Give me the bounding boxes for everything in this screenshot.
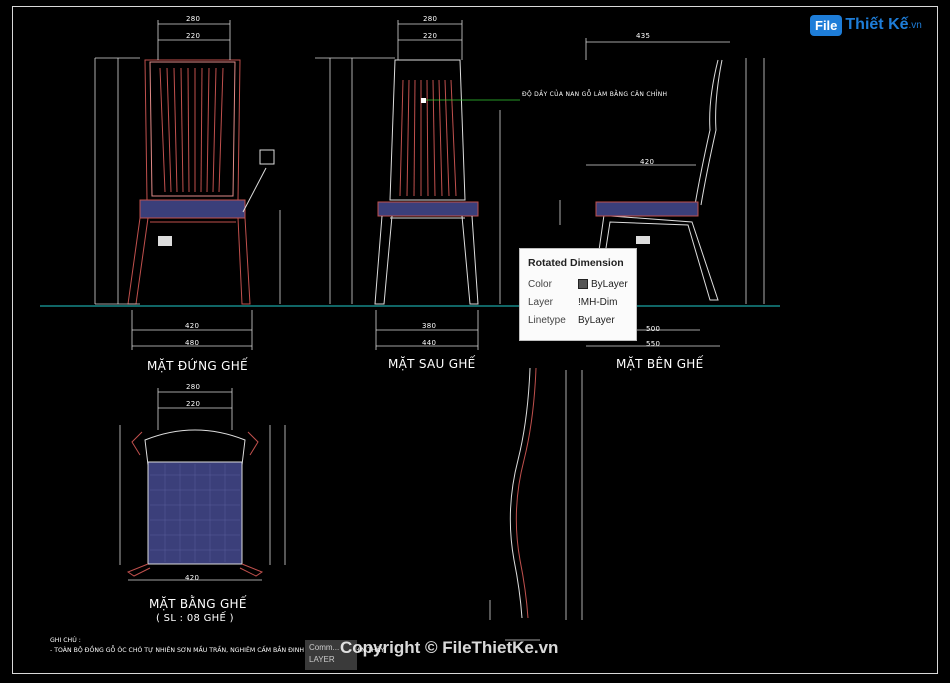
- dim-front-base: 420: [185, 322, 200, 330]
- dim-side-seat: 420: [640, 158, 655, 166]
- front-detail-box: [259, 149, 275, 165]
- front-view-title: MẶT ĐỨNG GHẾ: [147, 359, 248, 373]
- drawing-notes: GHI CHÚ : - TOÀN BỘ ĐỒNG GỖ ÓC CHÓ TỰ NH…: [50, 636, 384, 656]
- tooltip-row-color: Color ByLayer: [528, 275, 628, 293]
- notes-title: GHI CHÚ :: [50, 637, 81, 644]
- front-dimension-lines: [94, 20, 281, 350]
- side-dimension-lines: [559, 38, 765, 347]
- plan-quantity-note: ( SL : 08 GHẾ ): [156, 613, 234, 624]
- dim-plan-width: 280: [186, 383, 201, 391]
- notes-body: - TOÀN BỘ ĐỒNG GỖ ÓC CHÓ TỰ NHIÊN SƠN MẦ…: [50, 647, 385, 654]
- copyright-watermark: Copyright © FileThietKe.vn: [340, 638, 559, 657]
- tooltip-linetype-label: Linetype: [528, 314, 566, 326]
- drawing-border: [12, 6, 938, 674]
- command-line-box[interactable]: Comm... LAYER: [305, 640, 357, 670]
- back-marker: [421, 98, 426, 103]
- back-annotation: ĐỘ DẦY CỦA NAN GỖ LÀM BẰNG CÂN CHỈNH: [522, 91, 668, 98]
- tooltip-row-linetype: Linetype ByLayer: [528, 311, 628, 329]
- tooltip-layer-label: Layer: [528, 296, 554, 308]
- front-detail-mark: [158, 236, 172, 246]
- dim-back-base: 380: [422, 322, 437, 330]
- side-detail-mark: [636, 236, 650, 244]
- dim-side-base: 500: [646, 325, 661, 333]
- command-layer-text: LAYER: [309, 655, 335, 664]
- dim-front-width: 280: [186, 15, 201, 23]
- plan-seat-pattern: [150, 464, 240, 562]
- tooltip-color-label: Color: [528, 278, 552, 290]
- dim-side-total: 550: [646, 340, 661, 348]
- dim-plan-inner: 220: [186, 400, 201, 408]
- dim-front-inner: 220: [186, 32, 201, 40]
- back-dimension-lines: [315, 20, 501, 350]
- command-line-text: Comm...: [309, 643, 340, 652]
- dim-front-total: 480: [185, 339, 200, 347]
- dim-plan-base: 420: [185, 574, 200, 582]
- dim-back-total: 440: [422, 339, 437, 347]
- profile-section: [509, 367, 537, 619]
- tooltip-title: Rotated Dimension: [528, 257, 624, 269]
- front-leader: [242, 167, 267, 213]
- back-view-chair: [374, 59, 479, 305]
- profile-dimension-lines: [489, 370, 583, 641]
- color-swatch-icon: [578, 279, 588, 289]
- side-view-title: MẶT BÊN GHẾ: [616, 357, 704, 371]
- tooltip-linetype-value: ByLayer: [578, 314, 615, 326]
- rotated-dimension-tooltip: Rotated Dimension Color ByLayer Layer !M…: [519, 248, 637, 341]
- plan-view-title: MẶT BẰNG GHẾ: [149, 597, 247, 611]
- back-view-title: MẶT SAU GHẾ: [388, 357, 476, 371]
- dim-back-width: 280: [423, 15, 438, 23]
- dim-side-top: 435: [636, 32, 651, 40]
- tooltip-layer-value: !MH-Dim: [578, 296, 618, 308]
- logo-word: Thiết Kế: [845, 16, 909, 33]
- filethietke-logo: File Thiết Kế .vn: [810, 10, 922, 40]
- front-view-chair: [127, 59, 251, 305]
- side-view-chair: [591, 59, 723, 301]
- logo-badge: File: [810, 14, 843, 36]
- tooltip-row-layer: Layer !MH-Dim: [528, 293, 628, 311]
- plan-dimension-lines: [119, 388, 286, 581]
- dim-back-inner: 220: [423, 32, 438, 40]
- tooltip-color-value: ByLayer: [591, 278, 628, 290]
- logo-domain: .vn: [908, 19, 922, 31]
